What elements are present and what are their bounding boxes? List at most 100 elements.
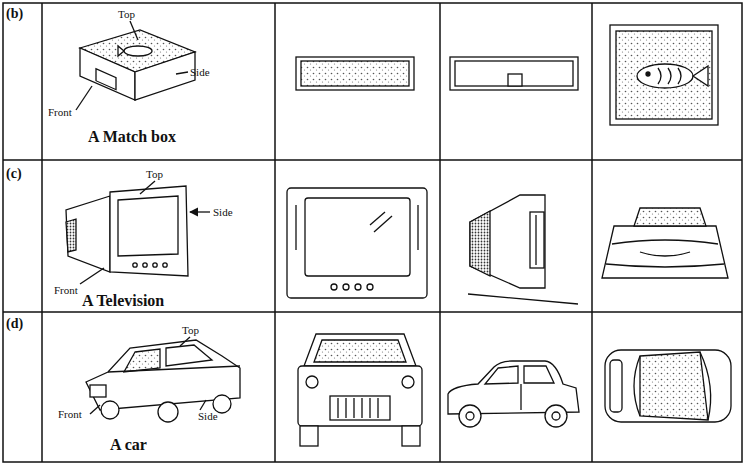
matchbox-perspective-part [130,21,138,40]
view-callout: Front [54,284,78,297]
car-perspective-part [200,400,206,410]
television-front-view-part [305,198,410,276]
matchbox-top-view [610,25,718,125]
matchbox-perspective-part [76,86,92,110]
television-front-view-part [370,212,385,225]
matchbox-front-view-part [301,61,409,86]
television-front-view-part [295,205,296,250]
car-perspective-part [158,402,178,422]
matchbox-top-view-part [693,66,708,86]
car-front-view-part [304,334,416,366]
television-side-view-part [468,294,578,304]
view-callout: Side [198,410,218,423]
car-front-view-part [402,376,414,388]
table-grid-part [439,3,441,462]
car-front-view-part [402,426,420,446]
view-callout: Side [213,206,233,219]
matchbox-perspective [76,21,195,110]
view-callout: Top [182,324,199,337]
car-perspective-part [166,345,212,366]
row-letter: (d) [6,316,23,332]
television-side-view-part [530,212,544,268]
television-front-view-part [417,205,418,250]
matchbox-side-view-part [450,57,578,90]
television-perspective-part [163,263,167,267]
table-grid-part [3,311,742,313]
object-name: A Television [82,292,164,310]
table-grid-part [591,3,593,462]
television-side-view [468,195,578,304]
matchbox-top-view-part [658,68,681,84]
table-grid-part [274,3,276,462]
car-top-view-part [605,350,731,422]
object-name: A Match box [88,128,176,146]
television-top-view-part [640,252,690,256]
table-grid-part [3,3,742,462]
view-callout: Front [48,106,72,119]
matchbox-front-view-part [296,57,414,90]
car-perspective-part [90,385,106,397]
car-perspective-part [124,349,160,372]
television-front-view-part [287,188,427,298]
car-side-view-part [545,405,567,427]
view-callout: Top [118,8,135,21]
television-perspective-part [133,263,137,267]
table-grid [3,3,742,462]
car-front-view-part [306,376,318,388]
television-perspective [66,181,210,284]
matchbox-front-view [296,57,414,90]
television-top-view [602,208,728,278]
television-perspective-part [143,263,147,267]
car-front-view-part [330,396,390,420]
television-perspective-part [66,196,110,272]
television-perspective-part [153,263,157,267]
television-front-view [287,188,427,298]
matchbox-perspective-part [176,72,188,74]
car-top-view [605,350,731,422]
car-perspective-part [180,337,190,346]
television-front-view-part [331,284,337,290]
television-side-view-part [535,215,536,265]
view-callout: Side [190,66,210,79]
television-perspective-part [110,186,188,276]
television-perspective-part [80,268,104,284]
car-side-view-part [485,366,518,384]
matchbox-top-view-part [610,25,718,125]
television-front-view-part [367,284,373,290]
car-front-view [298,334,422,446]
car-side-view-part [552,412,560,420]
car-side-view-part [459,405,481,427]
matchbox-perspective-part [96,69,116,90]
television-top-view-part [606,264,724,267]
matchbox-side-view-part [455,61,573,86]
view-callout: Front [58,408,82,421]
television-top-view-part [634,208,706,226]
television-front-view-part [374,216,392,232]
television-side-view-part [470,195,545,288]
car-front-view-part [314,340,406,362]
car-perspective [86,337,240,422]
object-name: A car [110,436,147,454]
car-front-view-part [300,426,318,446]
matchbox-perspective-part [118,46,124,56]
matchbox-top-view-part [616,31,712,119]
car-side-view-part [524,366,554,383]
car-perspective-part [101,401,119,419]
television-perspective-part [118,196,178,256]
car-top-view-part [610,360,622,412]
television-front-view-part [343,284,349,290]
car-front-view-part [298,366,422,426]
table-grid-part [41,3,43,462]
table-grid-part [3,159,742,161]
car-perspective-part [108,366,240,372]
row-letter: (c) [6,166,22,182]
television-perspective-part [190,211,210,212]
car-top-view-part [634,356,640,416]
car-side-view [448,361,579,427]
car-side-view-part [520,384,521,410]
car-perspective-part [90,405,100,414]
car-top-view-part [700,352,711,420]
matchbox-perspective-part [135,52,195,100]
